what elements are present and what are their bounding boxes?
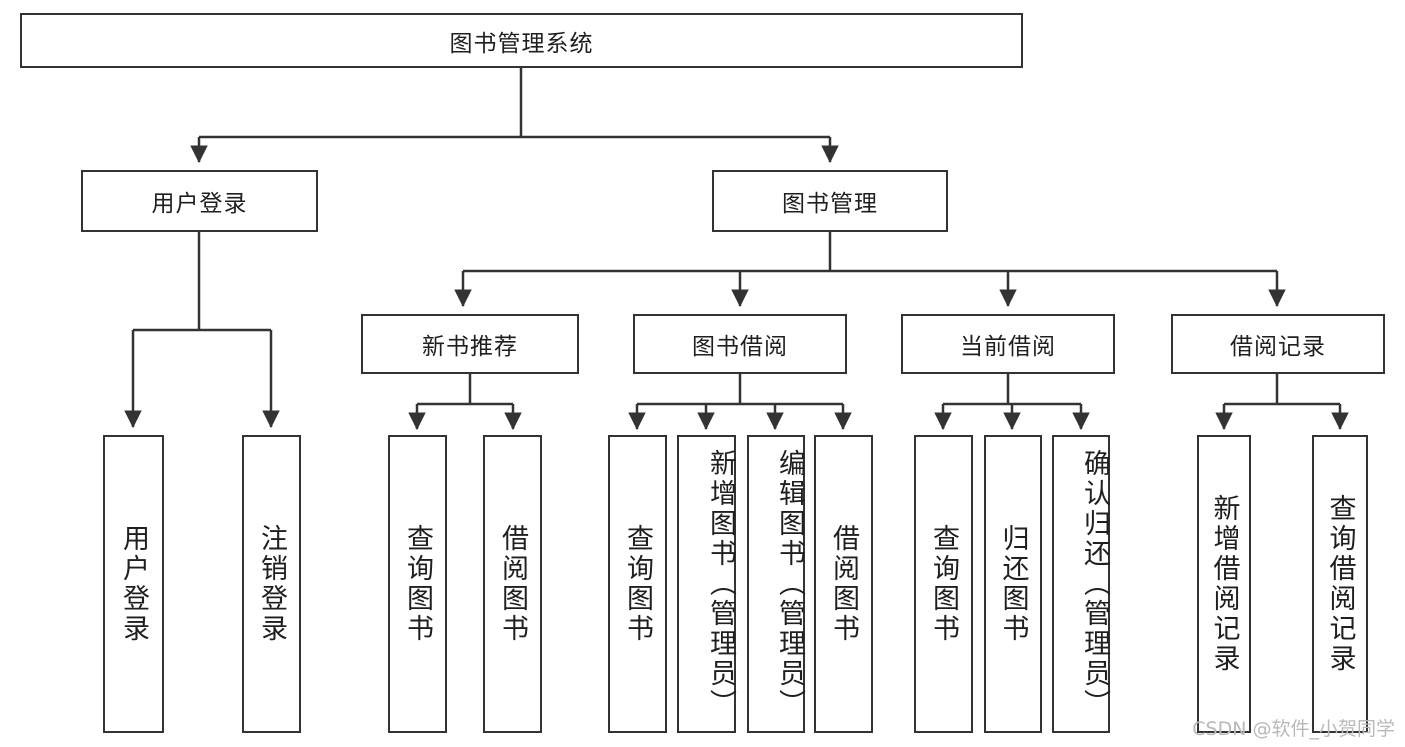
leaf-borrow-book-recommend[interactable]: 借阅图书 <box>483 435 542 733</box>
leaf-add-book-admin[interactable]: 新增图书（管理员） <box>677 435 736 733</box>
node-label: 注销登录 <box>256 524 287 644</box>
node-label: 新增借阅记录 <box>1208 494 1240 674</box>
leaf-query-borrow-record[interactable]: 查询借阅记录 <box>1312 435 1368 733</box>
leaf-borrow-book-borrow[interactable]: 借阅图书 <box>814 435 873 733</box>
node-user-login[interactable]: 用户登录 <box>81 170 318 232</box>
leaf-user-login[interactable]: 用户登录 <box>103 435 164 733</box>
node-borrow-record[interactable]: 借阅记录 <box>1171 314 1385 374</box>
node-book-management[interactable]: 图书管理 <box>712 170 948 232</box>
node-label: 图书管理系统 <box>449 30 594 57</box>
node-label: 归还图书 <box>997 524 1029 644</box>
node-label: 借阅图书 <box>497 524 528 644</box>
node-label: 用户登录 <box>118 524 149 644</box>
node-book-borrow[interactable]: 图书借阅 <box>633 314 847 374</box>
node-label: 查询图书 <box>928 524 959 644</box>
node-label: 借阅图书 <box>828 524 859 644</box>
node-label: 查询图书 <box>622 524 653 644</box>
node-current-borrow[interactable]: 当前借阅 <box>901 314 1115 374</box>
leaf-logout[interactable]: 注销登录 <box>242 435 301 733</box>
node-label: 当前借阅 <box>960 334 1056 360</box>
leaf-confirm-return-admin[interactable]: 确认归还（管理员） <box>1052 435 1110 733</box>
node-label: 编辑图书（管理员） <box>774 449 805 719</box>
node-label: 新增图书（管理员） <box>705 449 736 719</box>
node-label: 图书管理 <box>782 191 878 217</box>
node-label: 查询图书 <box>402 524 433 644</box>
node-label: 借阅记录 <box>1230 334 1326 360</box>
node-new-book-recommend[interactable]: 新书推荐 <box>361 314 579 374</box>
leaf-query-book-current[interactable]: 查询图书 <box>914 435 973 733</box>
node-label: 图书借阅 <box>692 334 788 360</box>
node-label: 确认归还（管理员） <box>1079 449 1110 719</box>
node-label: 查询借阅记录 <box>1324 494 1356 674</box>
leaf-return-book[interactable]: 归还图书 <box>984 435 1042 733</box>
leaf-edit-book-admin[interactable]: 编辑图书（管理员） <box>747 435 805 733</box>
leaf-query-book-borrow[interactable]: 查询图书 <box>608 435 667 733</box>
node-label: 新书推荐 <box>422 334 518 360</box>
leaf-add-borrow-record[interactable]: 新增借阅记录 <box>1197 435 1251 733</box>
node-root-system[interactable]: 图书管理系统 <box>20 13 1023 68</box>
watermark: CSDN @软件_小贺同学 <box>1192 718 1395 740</box>
node-label: 用户登录 <box>151 191 248 217</box>
leaf-query-book-recommend[interactable]: 查询图书 <box>388 435 447 733</box>
